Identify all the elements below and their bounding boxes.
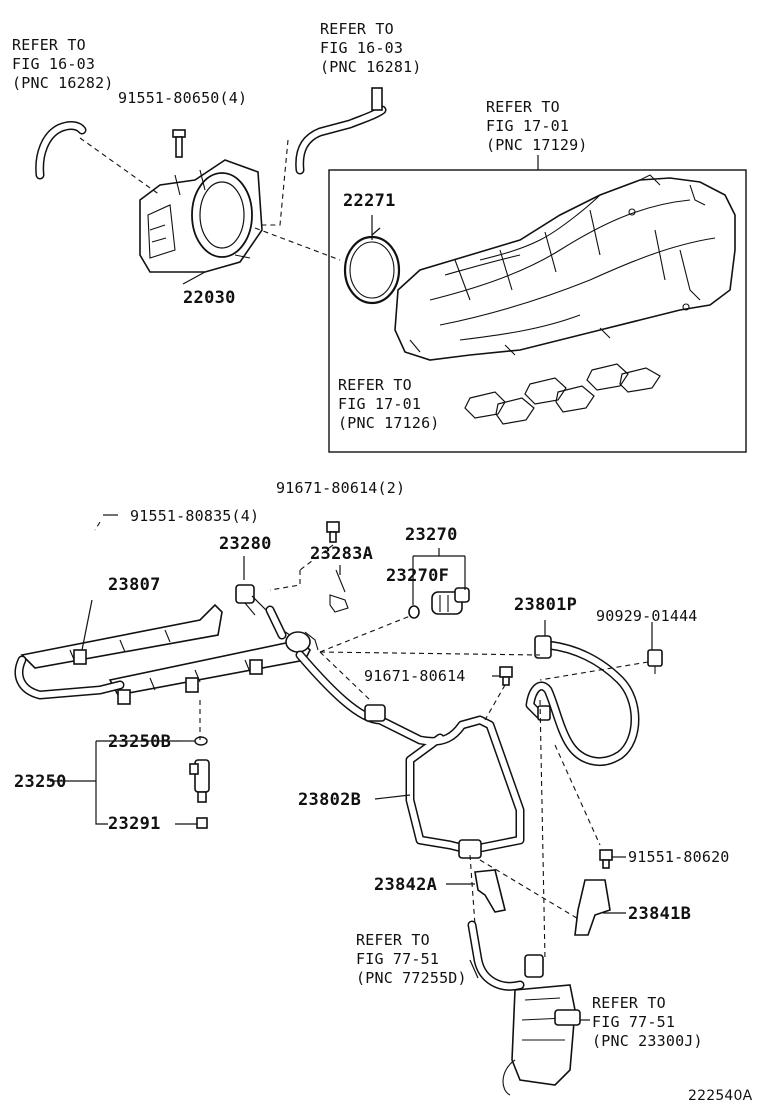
bolt-91551-80650 [172, 129, 186, 158]
label-22030[interactable]: 22030 [183, 288, 236, 308]
label-23283A[interactable]: 23283A [310, 544, 374, 564]
label-91551-80835[interactable]: 91551-80835(4) [130, 507, 260, 525]
clip-23283A [329, 569, 349, 613]
throttle-body-22030 [139, 159, 263, 273]
label-91671-80614-2[interactable]: 91671-80614(2) [276, 479, 406, 497]
fuel-pump-module [467, 920, 581, 1096]
label-23842A[interactable]: 23842A [374, 875, 438, 895]
ref-fig-16-03-pnc-16281[interactable]: REFER TO FIG 16-03 (PNC 16281) [320, 20, 422, 76]
diagram-code: 222540A [688, 1088, 753, 1104]
fuel-tube-23801P [525, 635, 640, 766]
pulsation-damper-23280 [235, 584, 319, 653]
manifold-gaskets [464, 363, 661, 425]
o-ring-23270F [408, 605, 420, 619]
label-91551-80620[interactable]: 91551-80620 [628, 848, 730, 866]
clip-90929-01444 [647, 649, 663, 674]
ref-fig-77-51-pnc-23300j[interactable]: REFER TO FIG 77-51 (PNC 23300J) [592, 994, 703, 1050]
label-23280[interactable]: 23280 [219, 534, 272, 554]
hose-16282 [35, 121, 87, 180]
label-23270[interactable]: 23270 [405, 525, 458, 545]
fuel-tube-23802B [265, 605, 525, 859]
label-91551-80650[interactable]: 91551-80650(4) [118, 89, 248, 107]
label-23291[interactable]: 23291 [108, 814, 161, 834]
bolt-91671-80614 [499, 666, 513, 686]
label-23270F[interactable]: 23270F [386, 566, 450, 586]
fuel-rail-23807 [14, 603, 311, 705]
label-23841B[interactable]: 23841B [628, 904, 692, 924]
bolt-91551-80620 [599, 849, 613, 869]
pressure-regulator-23270 [431, 587, 470, 615]
label-23250[interactable]: 23250 [14, 772, 67, 792]
label-91671-80614[interactable]: 91671-80614 [364, 667, 466, 685]
injector-23250 [189, 736, 210, 829]
label-23801P[interactable]: 23801P [514, 595, 578, 615]
bolt-91671-80614-2 [326, 521, 340, 543]
label-22271[interactable]: 22271 [343, 191, 396, 211]
label-23807[interactable]: 23807 [108, 575, 161, 595]
hose-16281 [295, 87, 387, 175]
label-23250B[interactable]: 23250B [108, 732, 172, 752]
bracket-23841B [574, 879, 611, 936]
ref-fig-17-01-pnc-17129[interactable]: REFER TO FIG 17-01 (PNC 17129) [486, 98, 588, 154]
ref-fig-17-01-pnc-17126[interactable]: REFER TO FIG 17-01 (PNC 17126) [338, 376, 440, 432]
intake-manifold [394, 174, 736, 361]
bracket-23842A [474, 869, 506, 913]
label-90929-01444[interactable]: 90929-01444 [596, 607, 698, 625]
ref-fig-77-51-pnc-77255d[interactable]: REFER TO FIG 77-51 (PNC 77255D) [356, 931, 467, 987]
label-23802B[interactable]: 23802B [298, 790, 362, 810]
ref-fig-16-03-pnc-16282[interactable]: REFER TO FIG 16-03 (PNC 16282) [12, 36, 114, 92]
